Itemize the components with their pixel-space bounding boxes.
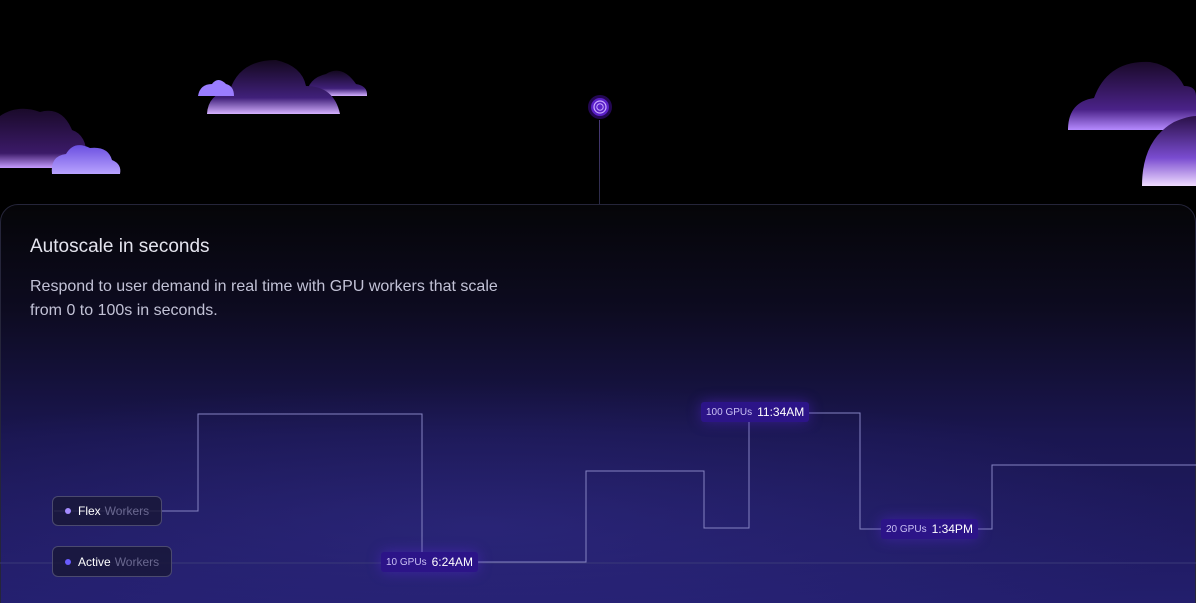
beacon-connector bbox=[599, 120, 600, 204]
flex-workers-line bbox=[54, 412, 1196, 563]
chart-background bbox=[1, 381, 1195, 603]
gpu-count: 20 GPUs bbox=[886, 523, 927, 535]
card-title: Autoscale in seconds bbox=[30, 236, 210, 257]
cloud-icon bbox=[198, 60, 368, 114]
gpu-time: 11:34AM bbox=[757, 405, 805, 419]
legend-flex-suffix: Workers bbox=[104, 504, 150, 518]
card-description: Respond to user demand in real time with… bbox=[30, 278, 498, 319]
cloud-icon bbox=[0, 108, 121, 174]
legend-active-label: Active bbox=[78, 554, 111, 569]
active-dot-icon bbox=[65, 558, 71, 565]
flex-dot-icon bbox=[65, 508, 71, 514]
legend-active-suffix: Workers bbox=[114, 554, 160, 569]
gpu-time: 6:24AM bbox=[431, 555, 473, 569]
gpu-marker: 10 GPUs 6:24AM bbox=[381, 552, 478, 572]
legend-flex-workers: Flex Workers bbox=[52, 496, 163, 526]
beacon-icon bbox=[588, 95, 612, 119]
legend-flex-label: Flex bbox=[78, 504, 101, 518]
gpu-count: 10 GPUs bbox=[386, 556, 427, 568]
feature-card: Autoscale in seconds Respond to user dem… bbox=[0, 204, 1196, 603]
gpu-marker: 20 GPUs 1:34PM bbox=[881, 519, 978, 539]
cloud-icon bbox=[1068, 61, 1196, 186]
legend-active-workers: Active Workers bbox=[52, 546, 173, 577]
gpu-marker: 100 GPUs 11:34AM bbox=[701, 402, 810, 422]
gpu-time: 1:34PM bbox=[931, 522, 973, 536]
gpu-count: 100 GPUs bbox=[706, 406, 753, 418]
